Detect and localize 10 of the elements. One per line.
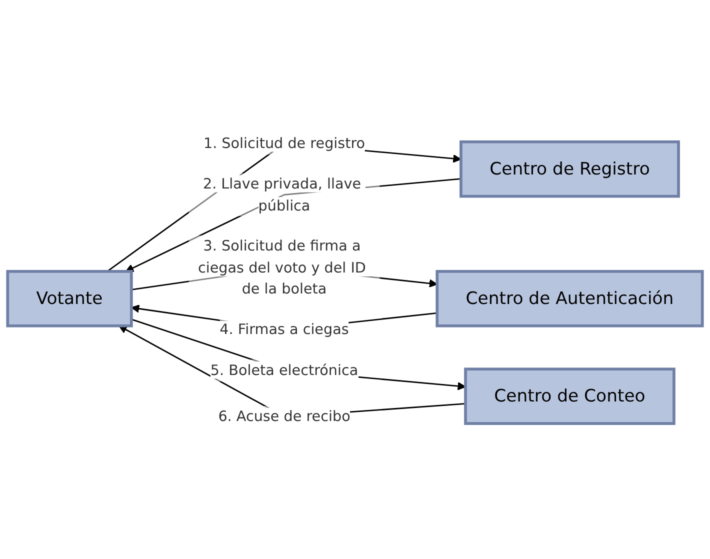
edge-label: 2. Llave privada, llave pública [202,174,362,214]
node-box: Votante [6,269,133,327]
node-box: Centro de Autenticación [436,269,704,327]
edge-label: 3. Solicitud de firma a ciegas del voto y del ID de la boleta [198,236,366,297]
edge-label: 1. Solicitud de registro [203,134,366,152]
edge-label: 6. Acuse de recibo [218,407,350,424]
node-box: Centro de Conteo [464,367,676,424]
node-box: Centro de Registro [460,140,680,198]
edge-label: 5. Boleta electrónica [210,360,358,378]
edge-label: 4. Firmas a ciegas [220,320,349,338]
